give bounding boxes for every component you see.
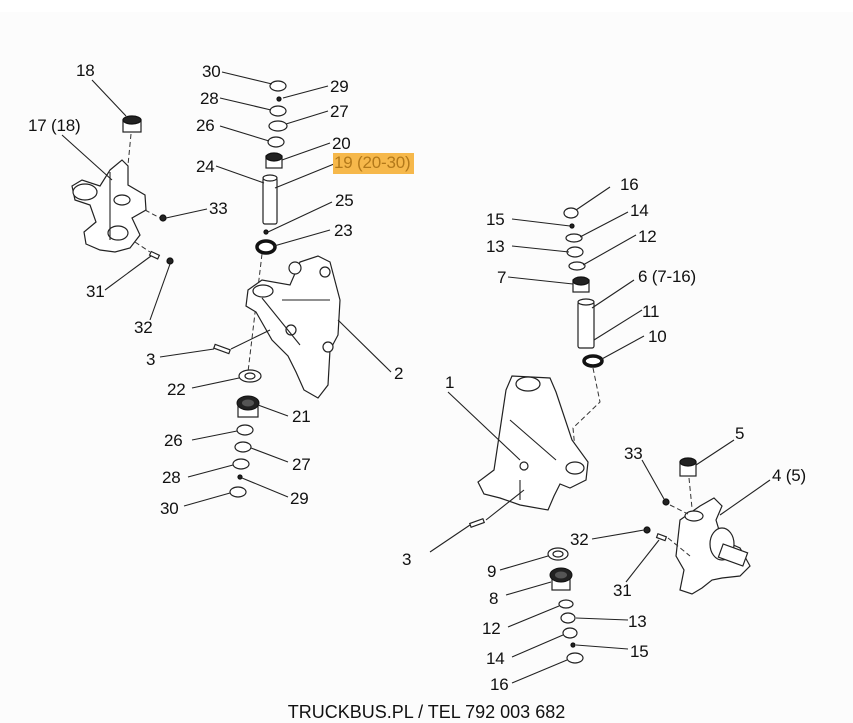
callout-13-lower-right: 13 (628, 612, 647, 631)
part-31-pin-left (148, 250, 161, 260)
part-24-kingpin-left (262, 174, 278, 225)
part-21-bearing-lower-left (236, 395, 260, 418)
part-3-pin-right (468, 517, 486, 529)
part-18-bushing (122, 115, 142, 133)
callout-11: 11 (642, 302, 660, 321)
part-7-bearing-upper-right (572, 276, 590, 293)
callout-27-upper-left: 27 (330, 102, 349, 121)
callout-3-left: 3 (146, 350, 156, 369)
callout-33-left: 33 (209, 199, 228, 218)
part-12-seal-lower-right (558, 599, 574, 609)
part-27-shim-lower-left (234, 441, 252, 453)
callout-33-right: 33 (624, 444, 643, 463)
callout-22: 22 (167, 380, 186, 399)
part-4-steering-knuckle-right (675, 497, 751, 595)
callout-12-upper-right: 12 (638, 227, 657, 246)
part-30-cap-upper-left (269, 80, 287, 92)
callout-32-right: 32 (570, 530, 589, 549)
callout-15-upper-right: 15 (486, 210, 505, 229)
part-17-steering-knuckle (71, 159, 147, 253)
callout-16-upper-right: 16 (620, 175, 639, 194)
part-32-nut-left (166, 257, 174, 265)
callout-17: 17 (18) (28, 116, 81, 135)
callout-21: 21 (292, 407, 311, 426)
part-14-ring-lower-right (562, 627, 578, 639)
part-29-grease-nipple-lower-left (237, 474, 243, 480)
callout-20: 20 (332, 134, 351, 153)
callout-32-left: 32 (134, 318, 153, 337)
part-33-bolt-right (662, 498, 670, 506)
callout-18: 18 (76, 61, 95, 80)
callout-9: 9 (487, 562, 497, 581)
callout-13-upper-right: 13 (486, 237, 505, 256)
callout-28-upper-left: 28 (200, 89, 219, 108)
callout-12-lower-right: 12 (482, 619, 501, 638)
callout-25: 25 (335, 191, 354, 210)
part-13-shim-lower-right (560, 612, 576, 624)
callout-23: 23 (334, 221, 353, 240)
callout-19-highlighted[interactable]: 19 (20-30) (333, 153, 415, 174)
part-26-seal-upper-left (267, 136, 285, 148)
part-8-bearing-lower-right (549, 567, 573, 591)
part-5-bushing-right (679, 457, 697, 477)
part-11-kingpin-right (577, 298, 595, 349)
part-15-grease-nipple-lower-right (570, 642, 576, 648)
callout-1: 1 (445, 373, 455, 392)
callout-31-right: 31 (613, 581, 632, 600)
callout-28-lower-left: 28 (162, 468, 181, 487)
callout-24: 24 (196, 157, 215, 176)
callout-26-lower-left: 26 (164, 431, 183, 450)
part-3-pin-left (213, 343, 231, 355)
part-30-cap-lower-left (229, 486, 247, 498)
part-2-axle-beam-end-left (245, 255, 341, 399)
top-strip (0, 0, 853, 12)
part-25-plug-left (263, 229, 269, 235)
callout-15-lower-right: 15 (630, 642, 649, 661)
footer-contact: TRUCKBUS.PL / TEL 792 003 682 (287, 702, 566, 722)
part-16-cap-upper-right (563, 207, 579, 219)
callout-16-lower-right: 16 (490, 675, 509, 694)
part-9-washer-lower-right (547, 547, 569, 561)
callout-10: 10 (648, 327, 667, 346)
part-15-grease-nipple-upper-right (569, 223, 575, 229)
part-1-axle-beam-end-right (477, 375, 589, 511)
part-31-pin-right (655, 532, 668, 542)
callout-14-lower-right: 14 (486, 649, 505, 668)
part-27-shim-upper-left (268, 120, 288, 132)
callout-27-lower-left: 27 (292, 455, 311, 474)
part-28-ring-upper-left (269, 105, 287, 117)
part-33-bolt-left (159, 214, 167, 222)
callout-26-upper-left: 26 (196, 116, 215, 135)
part-32-nut-right (643, 526, 651, 534)
callout-5: 5 (735, 424, 745, 443)
part-12-seal-upper-right (568, 261, 586, 271)
part-22-washer-lower-left (238, 369, 262, 383)
callout-30-lower-left: 30 (160, 499, 179, 518)
callout-8: 8 (489, 589, 499, 608)
callout-2: 2 (394, 364, 404, 383)
callout-6: 6 (7-16) (638, 267, 696, 286)
part-23-thrust-washer-left (255, 239, 277, 255)
callout-29-lower-left: 29 (290, 489, 309, 508)
part-14-ring-upper-right (565, 233, 583, 243)
callout-30-upper-left: 30 (202, 62, 221, 81)
part-10-thrust-washer-right (582, 354, 604, 368)
part-28-ring-lower-left (232, 458, 250, 470)
part-26-seal-lower-left (236, 424, 254, 436)
part-29-grease-nipple-upper-left (276, 96, 282, 102)
part-13-shim-upper-right (566, 246, 584, 258)
part-16-cap-lower-right (566, 652, 584, 664)
part-20-bearing-upper-left (265, 152, 283, 169)
callout-7: 7 (497, 268, 507, 287)
callout-14-upper-right: 14 (630, 201, 649, 220)
callout-29-upper-left: 29 (330, 77, 349, 96)
callout-4: 4 (5) (772, 466, 806, 485)
callout-31-left: 31 (86, 282, 105, 301)
callout-3-right: 3 (402, 550, 412, 569)
